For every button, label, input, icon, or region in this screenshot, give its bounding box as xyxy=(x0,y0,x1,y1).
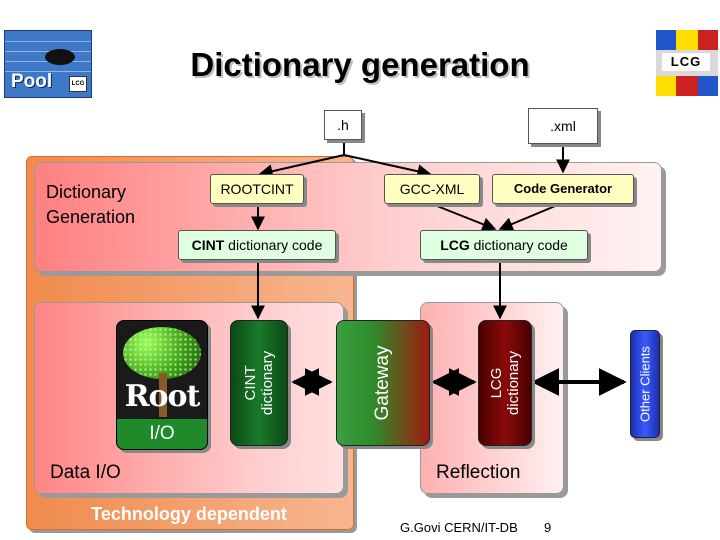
lcg-dictionary-text: LCG dictionary xyxy=(488,351,522,415)
other-clients-block: Other Clients xyxy=(630,330,660,438)
reflection-label: Reflection xyxy=(436,462,521,483)
orca-icon xyxy=(45,49,75,65)
xml-file-box: .xml xyxy=(528,108,598,144)
cint-dictionary-line1: CINT xyxy=(242,365,259,401)
root-io-label: I/O xyxy=(117,419,207,449)
pool-logo-text: Pool xyxy=(11,71,53,92)
technology-dependent-label: Technology dependent xyxy=(91,504,287,524)
dictionary-generation-label-line1: Dictionary xyxy=(46,182,127,202)
cint-code-bold: CINT xyxy=(191,237,225,253)
rootcint-box: ROOTCINT xyxy=(210,174,304,204)
codegen-to-lcg-code-arrow xyxy=(498,203,561,231)
pool-logo: Pool LCG xyxy=(4,30,92,98)
footer-author: G.Govi CERN/IT-DB xyxy=(400,520,518,535)
gateway-block: Gateway xyxy=(336,320,430,446)
page-title: Dictionary generation xyxy=(190,46,530,83)
lcg-dictionary-block: LCG dictionary xyxy=(478,320,532,446)
root-logo-word: Root xyxy=(124,379,201,414)
gccxml-to-lcg-code-arrow xyxy=(431,203,497,231)
lcg-dictionary-code-box: LCG dictionary code xyxy=(420,230,588,260)
cint-dictionary-line2: dictionary xyxy=(259,350,276,416)
pool-logo-lcg-badge: LCG xyxy=(69,76,87,92)
code-generator-box: Code Generator xyxy=(492,174,634,204)
other-clients-text: Other Clients xyxy=(637,346,653,422)
lcg-logo-text: LCG xyxy=(662,53,710,71)
page-number: 9 xyxy=(544,520,552,535)
cint-code-rest: dictionary code xyxy=(224,237,323,253)
h-file-box: .h xyxy=(324,110,362,140)
lcg-dictionary-line1: LCG xyxy=(488,367,505,399)
cint-dictionary-code-box: CINT dictionary code xyxy=(178,230,336,260)
data-io-label: Data I/O xyxy=(50,462,121,483)
lcg-code-rest: dictionary code xyxy=(469,237,568,253)
root-io-logo: Root I/O xyxy=(116,320,208,450)
gateway-text: Gateway xyxy=(372,345,393,421)
lcg-code-bold: LCG xyxy=(440,237,470,253)
dictionary-generation-label: Dictionary Generation xyxy=(46,180,135,230)
dictionary-generation-label-line2: Generation xyxy=(46,207,136,227)
cint-dictionary-text: CINT dictionary xyxy=(242,351,276,415)
lcg-dictionary-line2: dictionary xyxy=(505,350,522,416)
h-to-gccxml-arrow xyxy=(343,154,432,179)
cint-dictionary-block: CINT dictionary xyxy=(230,320,288,446)
lcg-logo: LCG xyxy=(656,30,718,96)
h-to-rootcint-arrow xyxy=(258,154,345,179)
gccxml-box: GCC-XML xyxy=(384,174,480,204)
